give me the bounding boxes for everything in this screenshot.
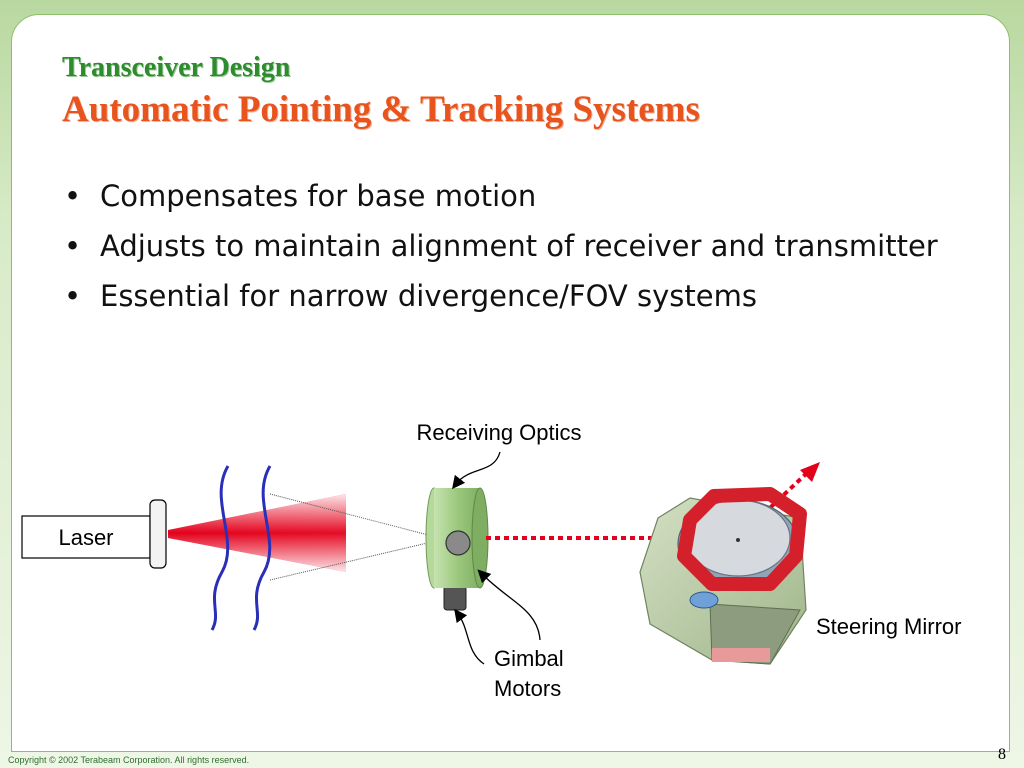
copyright-notice: Copyright © 2002 Terabeam Corporation. A… [8,755,250,765]
bullet-text: Compensates for base motion [100,179,537,213]
reflected-beam-arrowhead [800,462,820,482]
laser-beam [168,494,346,572]
laser-lens [149,499,167,569]
slide-title-line1: Transceiver Design [62,52,291,83]
gimbal-motors-callout: Gimbal Motors [454,569,564,701]
slide-title-line2: Automatic Pointing & Tracking Systems [62,89,700,130]
bullet-dot: • [64,179,82,213]
bullet-dot: • [64,279,82,313]
bullet-dot: • [64,229,82,263]
steering-mirror-label: Steering Mirror [816,614,961,639]
receiving-optics-label: Receiving Optics [416,420,581,445]
gimbal-arrow-1 [454,608,485,665]
bullet-item: • Essential for narrow divergence/FOV sys… [62,276,962,317]
gimbal-motor-body [443,585,467,611]
wave-line-2 [252,465,272,631]
gimbal-pivot [445,530,471,556]
gimbal-arrow-2 [477,569,541,641]
wave-line-1 [210,465,230,631]
receiving-optics-arrow [452,451,501,490]
laser-box [21,515,151,559]
receiving-optics: Receiving Optics [416,420,582,611]
mirror-actuator [689,591,719,609]
laser-unit: Laser [21,499,167,569]
bullet-text: Adjusts to maintain alignment of receive… [100,229,938,263]
steering-mirror-assembly: Steering Mirror [639,487,961,665]
bullet-item: • Adjusts to maintain alignment of receiv… [62,226,962,267]
reflected-beam [736,470,810,540]
slide-panel [11,14,1010,752]
atmospheric-waves [210,465,272,631]
mirror-retainer-ring [677,487,807,591]
bullet-item: • Compensates for base motion [62,176,962,217]
fov-line-top [269,493,441,539]
field-of-view-lines [269,493,441,581]
bullet-list: • Compensates for base motion • Adjusts to… [62,176,962,326]
optics-back [471,487,489,589]
gimbal-label-line1: Gimbal [494,646,564,671]
mirror-center [736,538,740,542]
laser-label: Laser [58,525,113,550]
gimbal-label-line2: Motors [494,676,561,701]
page-number: 8 [998,746,1006,763]
mirror-housing-base [712,648,770,662]
beam-cone-fade [168,494,346,572]
bullet-text: Essential for narrow divergence/FOV syst… [100,279,757,313]
